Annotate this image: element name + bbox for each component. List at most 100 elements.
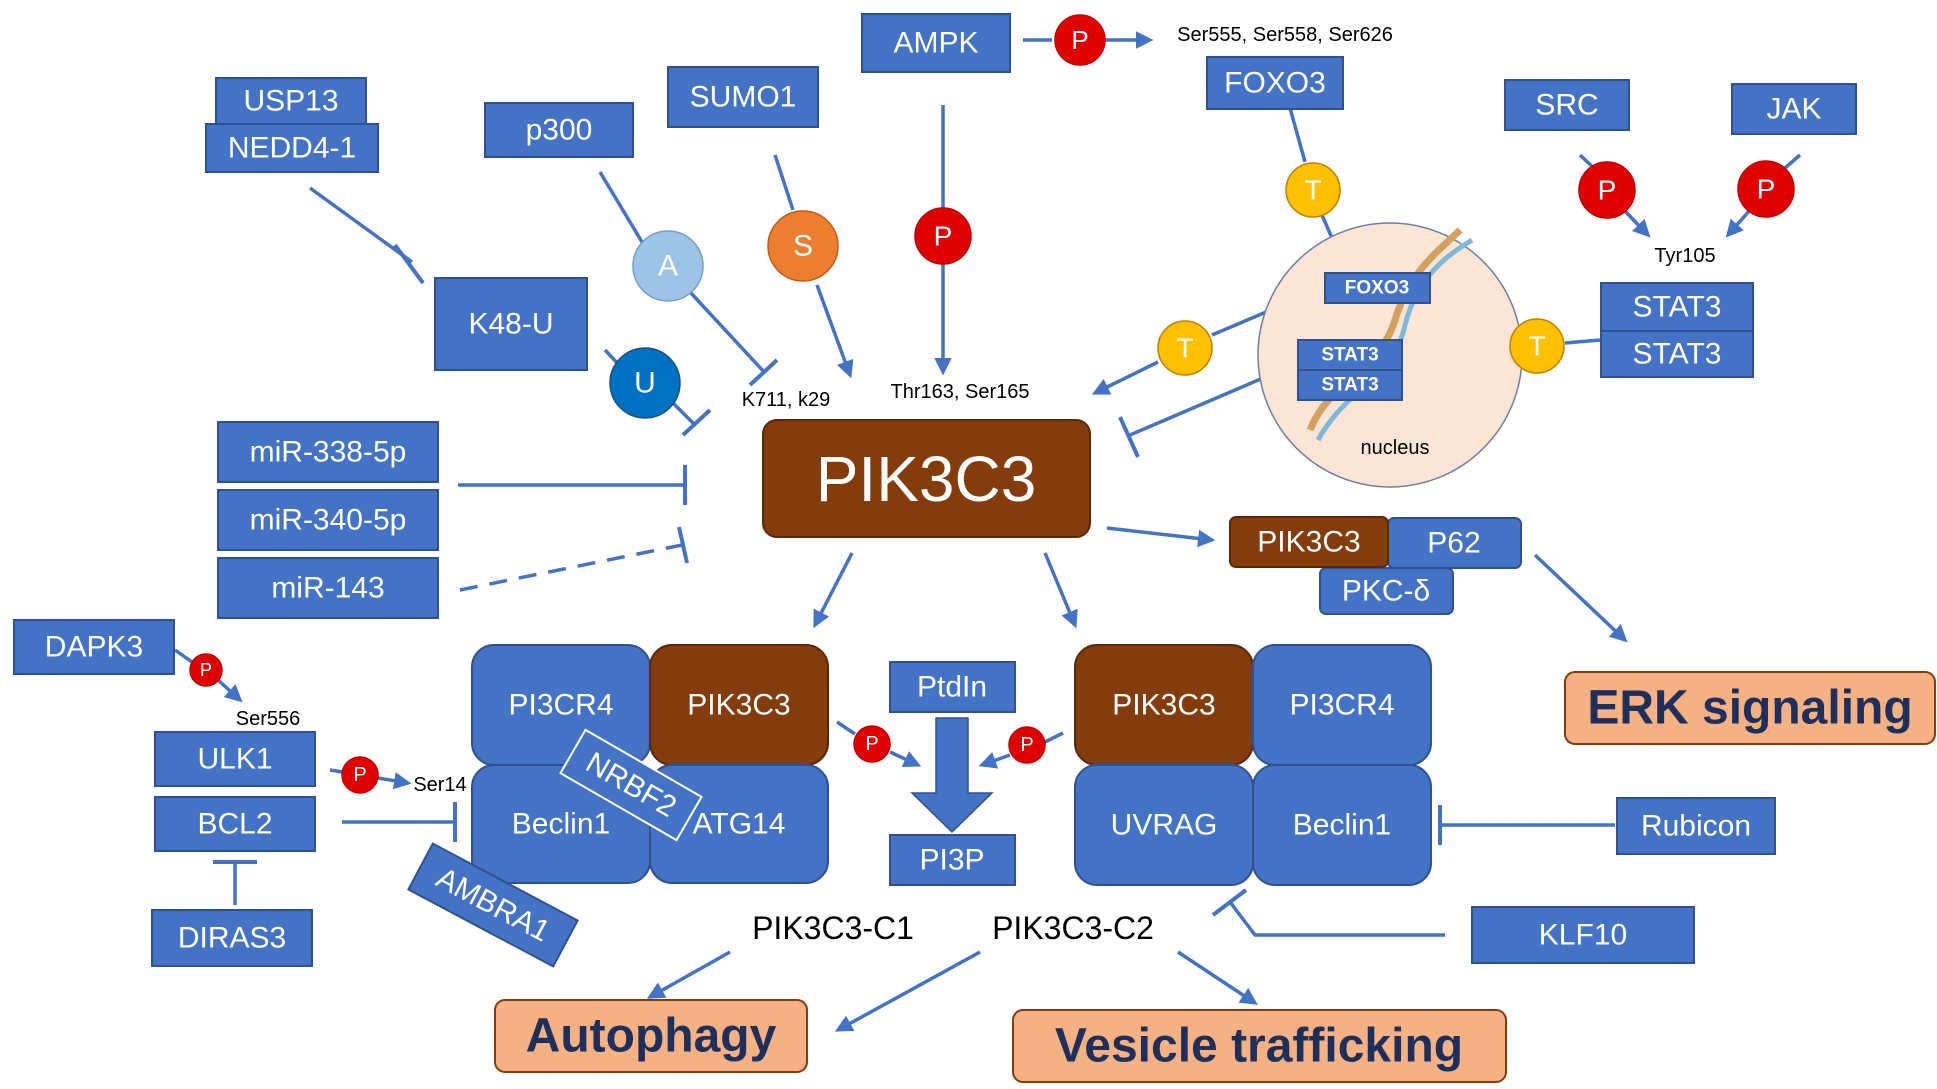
pik3c3-main-label: PIK3C3 (816, 443, 1037, 515)
ubiquitination-text: U (634, 367, 656, 400)
ptdin-node[interactable] (889, 661, 1016, 713)
translocation-foxo3-badge (1285, 162, 1341, 218)
phospho-dapk3-badge (189, 653, 223, 687)
translocation-stat3-badge (1509, 318, 1565, 374)
ptdin-pi3p-arrow (910, 717, 994, 834)
mir143-node[interactable] (217, 557, 439, 619)
phospho-jak-text: P (1757, 174, 1776, 205)
nucleus-label: nucleus (1361, 437, 1430, 459)
pik3c3-p62-node[interactable] (1229, 516, 1389, 568)
ptdin-label: PtdIn (917, 671, 987, 704)
nedd4-inhibit-line (308, 186, 414, 264)
c2-pik3c3-label: PIK3C3 (1112, 689, 1215, 722)
acetylation-text: A (658, 250, 678, 283)
erk-signaling-outcome[interactable] (1564, 671, 1936, 745)
c1-pik3c3-label: PIK3C3 (687, 689, 790, 722)
nrbf2-node[interactable] (559, 728, 703, 842)
translocation-stat3-text: T (1528, 331, 1545, 362)
ampk-node[interactable] (861, 13, 1011, 73)
phospho-jak-badge (1737, 160, 1795, 218)
pik3c3-main-node[interactable] (762, 419, 1091, 538)
pkcd-label: PKC-δ (1342, 575, 1430, 608)
pik3c3-c2-arrow (1043, 552, 1078, 629)
ulk1-node[interactable] (154, 731, 316, 787)
p300-line (598, 171, 644, 243)
c2-beclin1-node[interactable] (1252, 764, 1432, 886)
p300-label: p300 (526, 114, 593, 147)
sumo1-line (773, 154, 795, 211)
ampk-sites-label: Ser555, Ser558, Ser626 (1177, 24, 1393, 46)
c1-p-arrow (889, 750, 922, 768)
c2-pi3cr4-label: PI3CR4 (1289, 689, 1394, 722)
dapk3-node[interactable] (13, 619, 175, 675)
foxo3-nuclear-node[interactable] (1324, 272, 1431, 304)
p62-label: P62 (1427, 527, 1480, 560)
sumoylation-text: S (793, 230, 813, 263)
usp13-node[interactable] (215, 77, 367, 125)
jak-node[interactable] (1731, 83, 1857, 135)
ubiq-inhibit-bar (681, 408, 712, 437)
sumoylation-badge (767, 210, 839, 282)
phospho-c2-badge (1008, 726, 1046, 764)
mir340-node[interactable] (217, 489, 439, 551)
foxo3-top-node[interactable] (1206, 56, 1344, 110)
stat3-nuclear-label-2: STAT3 (1321, 375, 1378, 396)
mir338-node[interactable] (217, 421, 439, 483)
sumo1-node[interactable] (667, 66, 819, 128)
erk-signaling-label: ERK signaling (1587, 682, 1912, 735)
klf10-node[interactable] (1471, 906, 1695, 964)
pi3p-node[interactable] (889, 834, 1016, 886)
vesicle-trafficking-outcome[interactable] (1012, 1009, 1507, 1083)
rubicon-node[interactable] (1616, 797, 1776, 855)
foxo3-top-label: FOXO3 (1224, 67, 1326, 100)
k48u-label: K48-U (468, 308, 553, 341)
src-node[interactable] (1504, 79, 1630, 131)
c2-vesicle-arrow (1177, 950, 1258, 1005)
ubiquitination-badge (609, 347, 681, 419)
c1-pi3cr4-label: PI3CR4 (508, 689, 613, 722)
jak-line (1783, 153, 1802, 170)
ser14-label: Ser14 (413, 774, 466, 796)
dapk3-label: DAPK3 (45, 631, 143, 664)
klf10-inhibit-bar (1211, 888, 1248, 917)
ambra1-node[interactable] (407, 842, 579, 968)
usp13-label: USP13 (243, 85, 338, 118)
pkcd-node[interactable] (1319, 567, 1454, 615)
dapk3-arrow (216, 678, 243, 703)
c1-complex-label: PIK3C3-C1 (752, 910, 914, 946)
src-label: SRC (1535, 89, 1598, 122)
stat3-nuclear-node-2[interactable] (1297, 369, 1403, 401)
p62-erk-arrow (1533, 553, 1628, 643)
k48u-node[interactable] (434, 277, 588, 371)
tyr105-label: Tyr105 (1654, 245, 1715, 267)
mir143-label: miR-143 (271, 572, 384, 605)
c1-beclin1-label: Beclin1 (512, 808, 610, 841)
nedd4-node[interactable] (205, 123, 379, 173)
p300-node[interactable] (484, 102, 634, 158)
c2-beclin1-label: Beclin1 (1293, 809, 1391, 842)
rubicon-label: Rubicon (1641, 810, 1751, 843)
autophagy-outcome[interactable] (494, 999, 808, 1073)
stat3-label-2: STAT3 (1633, 338, 1722, 371)
ulk1-label: ULK1 (197, 743, 272, 776)
mir143-inhibit-bar (677, 526, 689, 564)
k711-label: K711, k29 (742, 389, 831, 411)
ambra1-group: AMBRA1 (407, 842, 579, 968)
phospho-ulk1-badge (341, 756, 379, 794)
diras3-label: DIRAS3 (178, 922, 286, 955)
phospho-ampk-foxo-badge (1054, 14, 1106, 66)
c2-uvrag-label: UVRAG (1111, 809, 1218, 842)
bcl2-node[interactable] (154, 796, 316, 852)
stat3-nuclear-label-1: STAT3 (1321, 345, 1378, 366)
translocation-foxo3-out-badge (1157, 320, 1213, 376)
stat3-node-2[interactable] (1600, 330, 1754, 378)
diras3-node[interactable] (151, 909, 313, 967)
stat3-nuclear-node-1[interactable] (1297, 339, 1403, 371)
mir340-label: miR-340-5p (250, 504, 407, 537)
foxo3-nuclear-label: FOXO3 (1345, 278, 1409, 299)
c1-atg14-label: ATG14 (693, 808, 786, 841)
nedd4-label: NEDD4-1 (228, 132, 356, 165)
translocation-foxo3-text: T (1304, 175, 1321, 206)
stat3-label-1: STAT3 (1633, 291, 1722, 324)
ulk1-line (329, 768, 344, 774)
